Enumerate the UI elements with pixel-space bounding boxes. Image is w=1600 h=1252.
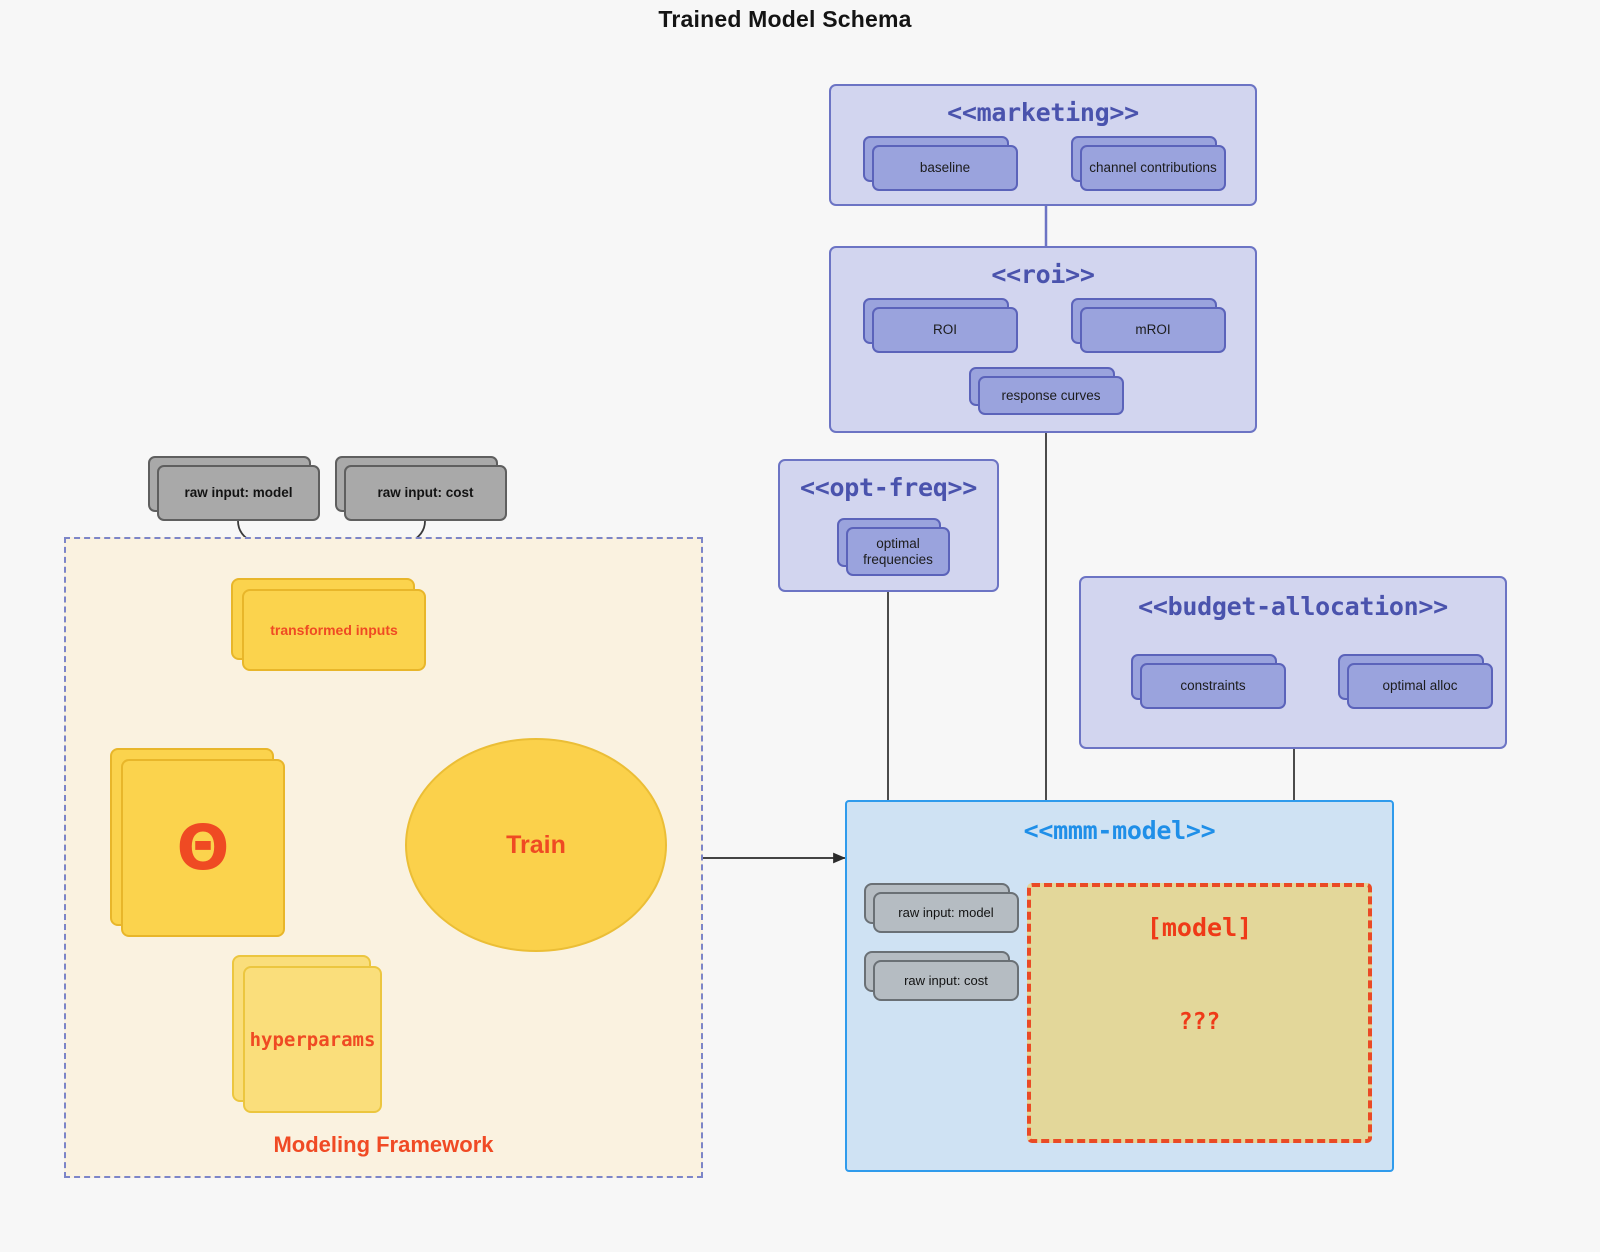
node-raw-input-model[interactable]: raw input: model: [148, 456, 320, 521]
node-raw-input-cost[interactable]: raw input: cost: [335, 456, 507, 521]
node-channel-contributions-label: channel contributions: [1080, 145, 1226, 191]
node-mmm-raw-input-cost-label: raw input: cost: [873, 960, 1019, 1001]
package-marketing[interactable]: <<marketing>> baseline channel contribut…: [829, 84, 1257, 206]
node-transformed-inputs-label: transformed inputs: [242, 589, 426, 671]
node-hyperparams-label: hyperparams: [243, 966, 382, 1113]
node-baseline-label: baseline: [872, 145, 1018, 191]
model-placeholder-title: [model]: [1146, 913, 1253, 942]
node-hyperparams[interactable]: hyperparams: [232, 955, 382, 1113]
node-optimal-frequencies[interactable]: optimal frequencies: [837, 518, 950, 576]
node-raw-input-model-label: raw input: model: [157, 465, 320, 521]
node-channel-contributions[interactable]: channel contributions: [1071, 136, 1226, 191]
model-placeholder-box[interactable]: [model] ???: [1027, 883, 1372, 1143]
node-raw-input-cost-label: raw input: cost: [344, 465, 507, 521]
node-roi-label: ROI: [872, 307, 1018, 353]
node-optimal-frequencies-label: optimal frequencies: [846, 527, 950, 576]
package-mmm-model[interactable]: <<mmm-model>> raw input: model raw input…: [845, 800, 1394, 1172]
package-opt-freq-title: <<opt-freq>>: [799, 473, 977, 502]
page-title: Trained Model Schema: [658, 6, 912, 32]
node-mroi[interactable]: mROI: [1071, 298, 1226, 353]
package-roi-title: <<roi>>: [991, 260, 1095, 289]
node-roi[interactable]: ROI: [863, 298, 1018, 353]
node-optimal-frequencies-line1: optimal: [876, 535, 920, 551]
node-constraints-label: constraints: [1140, 663, 1286, 709]
node-train[interactable]: Train: [405, 738, 667, 952]
package-roi[interactable]: <<roi>> ROI mROI response curves: [829, 246, 1257, 433]
package-mmm-model-title: <<mmm-model>>: [1023, 816, 1216, 845]
node-mmm-raw-input-model-label: raw input: model: [873, 892, 1019, 933]
package-opt-freq[interactable]: <<opt-freq>> optimal frequencies: [778, 459, 999, 592]
node-mmm-raw-input-model[interactable]: raw input: model: [864, 883, 1019, 933]
node-baseline[interactable]: baseline: [863, 136, 1018, 191]
node-theta-label: Θ: [121, 759, 285, 937]
node-response-curves-label: response curves: [978, 376, 1124, 415]
node-optimal-alloc-label: optimal alloc: [1347, 663, 1493, 709]
package-marketing-title: <<marketing>>: [947, 98, 1139, 127]
node-transformed-inputs[interactable]: transformed inputs: [231, 578, 426, 671]
package-budget-allocation[interactable]: <<budget-allocation>> constraints optima…: [1079, 576, 1507, 749]
node-mroi-label: mROI: [1080, 307, 1226, 353]
node-response-curves[interactable]: response curves: [969, 367, 1124, 415]
node-optimal-frequencies-line2: frequencies: [863, 551, 933, 567]
package-budget-allocation-title: <<budget-allocation>>: [1138, 592, 1448, 621]
model-placeholder-body: ???: [1178, 1009, 1221, 1035]
node-optimal-alloc[interactable]: optimal alloc: [1338, 654, 1493, 709]
modeling-framework-label: Modeling Framework: [273, 1132, 494, 1157]
node-constraints[interactable]: constraints: [1131, 654, 1286, 709]
node-mmm-raw-input-cost[interactable]: raw input: cost: [864, 951, 1019, 1001]
node-train-label: Train: [506, 830, 566, 859]
node-theta[interactable]: Θ: [110, 748, 285, 937]
